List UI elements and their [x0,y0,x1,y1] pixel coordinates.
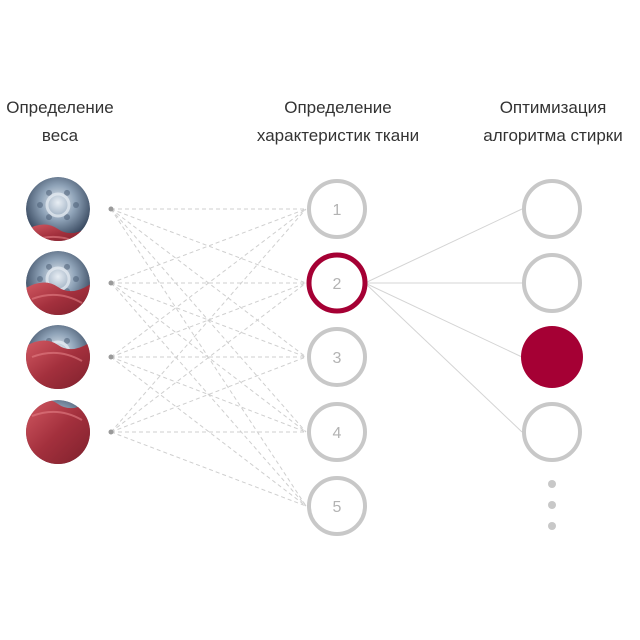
fabric-fold [31,410,83,421]
output-node [522,179,582,239]
fabric-node-ring [307,179,367,239]
ellipsis-dot [548,480,556,488]
drum-hole [46,263,52,270]
fabric-node-1: 1 [307,179,367,239]
solid-connection [364,208,523,284]
fabric-fold [31,293,83,304]
fabric-node-ring [307,402,367,462]
fabric-fill [26,282,90,315]
output-nodes [521,179,583,462]
fabric-fill [26,340,90,389]
fabric-node-3: 3 [307,327,367,387]
column-title-weight: Определение веса [0,94,130,150]
dashed-connection [110,208,307,433]
weight-connector-dot [108,354,114,360]
fabric-fill [26,400,90,464]
fabric-node-number: 4 [333,425,342,442]
column-title-fabric-line2: характеристик ткани [256,126,420,145]
drum-hole [73,202,79,208]
output-node [522,253,582,313]
solid-connections [364,208,523,433]
fabric-fold [31,351,83,362]
drum-hole [64,337,70,344]
weight-connector-dot [108,206,114,212]
drum-hole [46,189,52,196]
fabric-node-number: 1 [333,202,342,219]
fabric-node-number: 5 [333,499,342,516]
fabric-node-4: 4 [307,402,367,462]
fabric-node-ring [307,327,367,387]
weight-connector-dots [108,206,114,435]
drum-load-image [26,400,90,464]
drum-hole [37,276,43,282]
ellipsis-dot [548,522,556,530]
column-title-optimization: Оптимизация алгоритма стирки [468,94,638,150]
solid-connection [364,282,523,358]
drum-center [45,192,71,218]
column-title-optimization-line1: Оптимизация [499,98,607,117]
drum-hole [64,263,70,270]
fabric-node-ring [306,252,368,314]
drum-hole [37,202,43,208]
drum-hole [64,189,70,196]
dashed-connection [110,208,307,358]
output-node-selected [521,326,583,388]
drum-hole [64,214,70,221]
column-title-weight-line1: Определение [6,98,114,117]
ellipsis-dot [548,501,556,509]
dashed-connections [110,208,307,507]
dashed-connection [110,431,307,507]
column-title-optimization-line2: алгоритма стирки [483,126,623,145]
dashed-connection [110,282,307,433]
dashed-connection [110,356,307,507]
drum-load-image [26,251,90,315]
drum-hole [73,276,79,282]
drum-load-image [26,325,90,389]
solid-connection [364,282,523,433]
fabric-node-ring [307,476,367,536]
fabric-node-2: 2 [306,252,368,314]
fabric-nodes: 1 2 3 4 5 [306,179,368,536]
output-node [522,402,582,462]
drum-load-image [26,177,90,241]
column-title-weight-line2: веса [41,126,79,145]
weight-connector-dot [108,429,114,435]
column-title-fabric-line1: Определение [284,98,392,117]
dashed-connection [110,282,307,507]
more-nodes-ellipsis [548,480,556,530]
weight-nodes [26,177,90,464]
weight-connector-dot [108,280,114,286]
fabric-node-number: 3 [333,350,342,367]
column-title-fabric: Определение характеристик ткани [238,94,438,150]
fabric-node-number: 2 [333,276,342,293]
drum-hole [46,214,52,221]
fabric-node-5: 5 [307,476,367,536]
